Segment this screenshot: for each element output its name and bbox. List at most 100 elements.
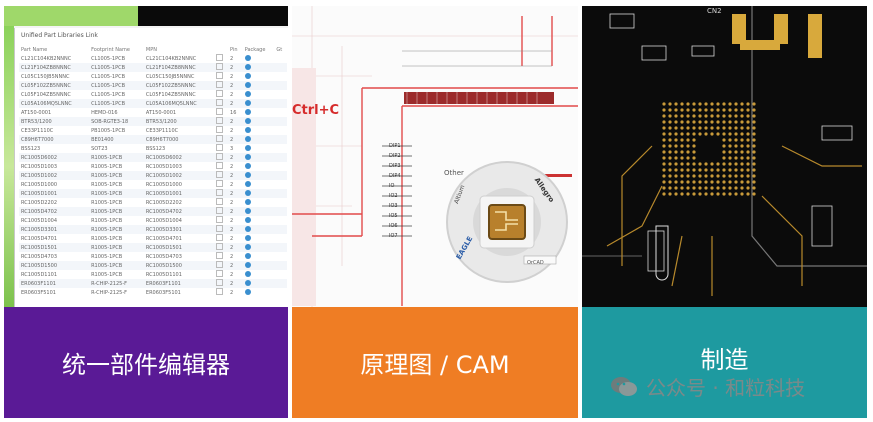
bga-pad <box>692 168 696 172</box>
table-cell <box>242 63 275 73</box>
bga-pad <box>674 138 678 142</box>
table-cell: RC1005D3301 <box>19 225 90 235</box>
dropdown-icon[interactable] <box>215 243 223 251</box>
bga-pad <box>734 108 738 112</box>
package-status-icon <box>244 99 251 106</box>
dropdown-icon[interactable] <box>215 171 223 179</box>
table-cell: 2 <box>228 261 243 271</box>
dropdown-icon[interactable] <box>215 90 223 98</box>
table-cell <box>214 198 228 207</box>
table-cell: CL21C104KB2NNNC <box>21 55 72 62</box>
bga-pad <box>728 180 732 184</box>
other-label: Other <box>444 169 464 177</box>
dropdown-icon[interactable] <box>215 270 223 278</box>
bga-pad <box>752 162 756 166</box>
bga-pad <box>668 102 672 106</box>
bga-pad <box>674 162 678 166</box>
dropdown-icon[interactable] <box>215 81 223 89</box>
table-cell: R1005-1PCB <box>91 181 123 188</box>
bga-pad <box>692 180 696 184</box>
dropdown-icon[interactable] <box>215 189 223 197</box>
table-cell <box>274 189 287 199</box>
table-cell <box>274 72 287 81</box>
bga-pad <box>752 138 756 142</box>
dropdown-icon[interactable] <box>215 72 223 80</box>
dropdown-icon[interactable] <box>215 153 223 161</box>
table-cell: R1005-1PCB <box>89 153 144 163</box>
bga-pad <box>662 138 666 142</box>
pcb-manufacturing-screenshot: CN2 <box>582 6 867 307</box>
bga-pad <box>686 156 690 160</box>
table-cell <box>242 81 275 91</box>
bga-pad <box>680 174 684 178</box>
dropdown-icon[interactable] <box>215 126 223 134</box>
table-cell <box>243 198 275 207</box>
dropdown-icon[interactable] <box>215 99 223 107</box>
dropdown-icon[interactable] <box>215 261 223 269</box>
table-cell <box>213 99 229 109</box>
dropdown-icon[interactable] <box>215 135 223 143</box>
dropdown-icon[interactable] <box>215 162 223 170</box>
dropdown-icon[interactable] <box>215 207 223 215</box>
bga-pad <box>710 102 714 106</box>
bga-pad <box>704 114 708 118</box>
bga-pad <box>752 132 756 136</box>
bga-pad <box>668 180 672 184</box>
table-cell: 2 <box>230 91 234 98</box>
bga-pad <box>728 114 732 118</box>
dropdown-icon[interactable] <box>215 54 223 62</box>
dropdown-icon[interactable] <box>215 144 223 152</box>
table-cell: RC1005D4701 <box>21 235 58 242</box>
dropdown-icon[interactable] <box>215 216 223 224</box>
bga-pad <box>704 192 708 196</box>
table-cell <box>274 270 287 279</box>
package-status-icon <box>244 117 251 124</box>
table-cell: 2 <box>228 171 243 181</box>
dropdown-icon[interactable] <box>215 180 223 188</box>
bga-pad <box>740 108 744 112</box>
dropdown-icon[interactable] <box>215 288 223 296</box>
bga-pad <box>710 108 714 112</box>
table-cell <box>214 108 228 117</box>
dropdown-icon[interactable] <box>215 252 223 260</box>
dropdown-icon[interactable] <box>215 63 223 71</box>
dropdown-icon[interactable] <box>215 234 223 242</box>
table-cell: CL1005-1PCB <box>91 73 126 80</box>
bga-pad <box>740 192 744 196</box>
dropdown-icon[interactable] <box>215 279 223 287</box>
dropdown-icon[interactable] <box>215 117 223 125</box>
dropdown-icon[interactable] <box>215 225 223 233</box>
bga-pad <box>668 156 672 160</box>
parts-list-window: Unified Part Libraries Link Part Name Fo… <box>14 28 288 307</box>
dropdown-icon[interactable] <box>215 198 223 206</box>
table-cell <box>274 81 287 91</box>
dropdown-icon[interactable] <box>215 108 223 116</box>
